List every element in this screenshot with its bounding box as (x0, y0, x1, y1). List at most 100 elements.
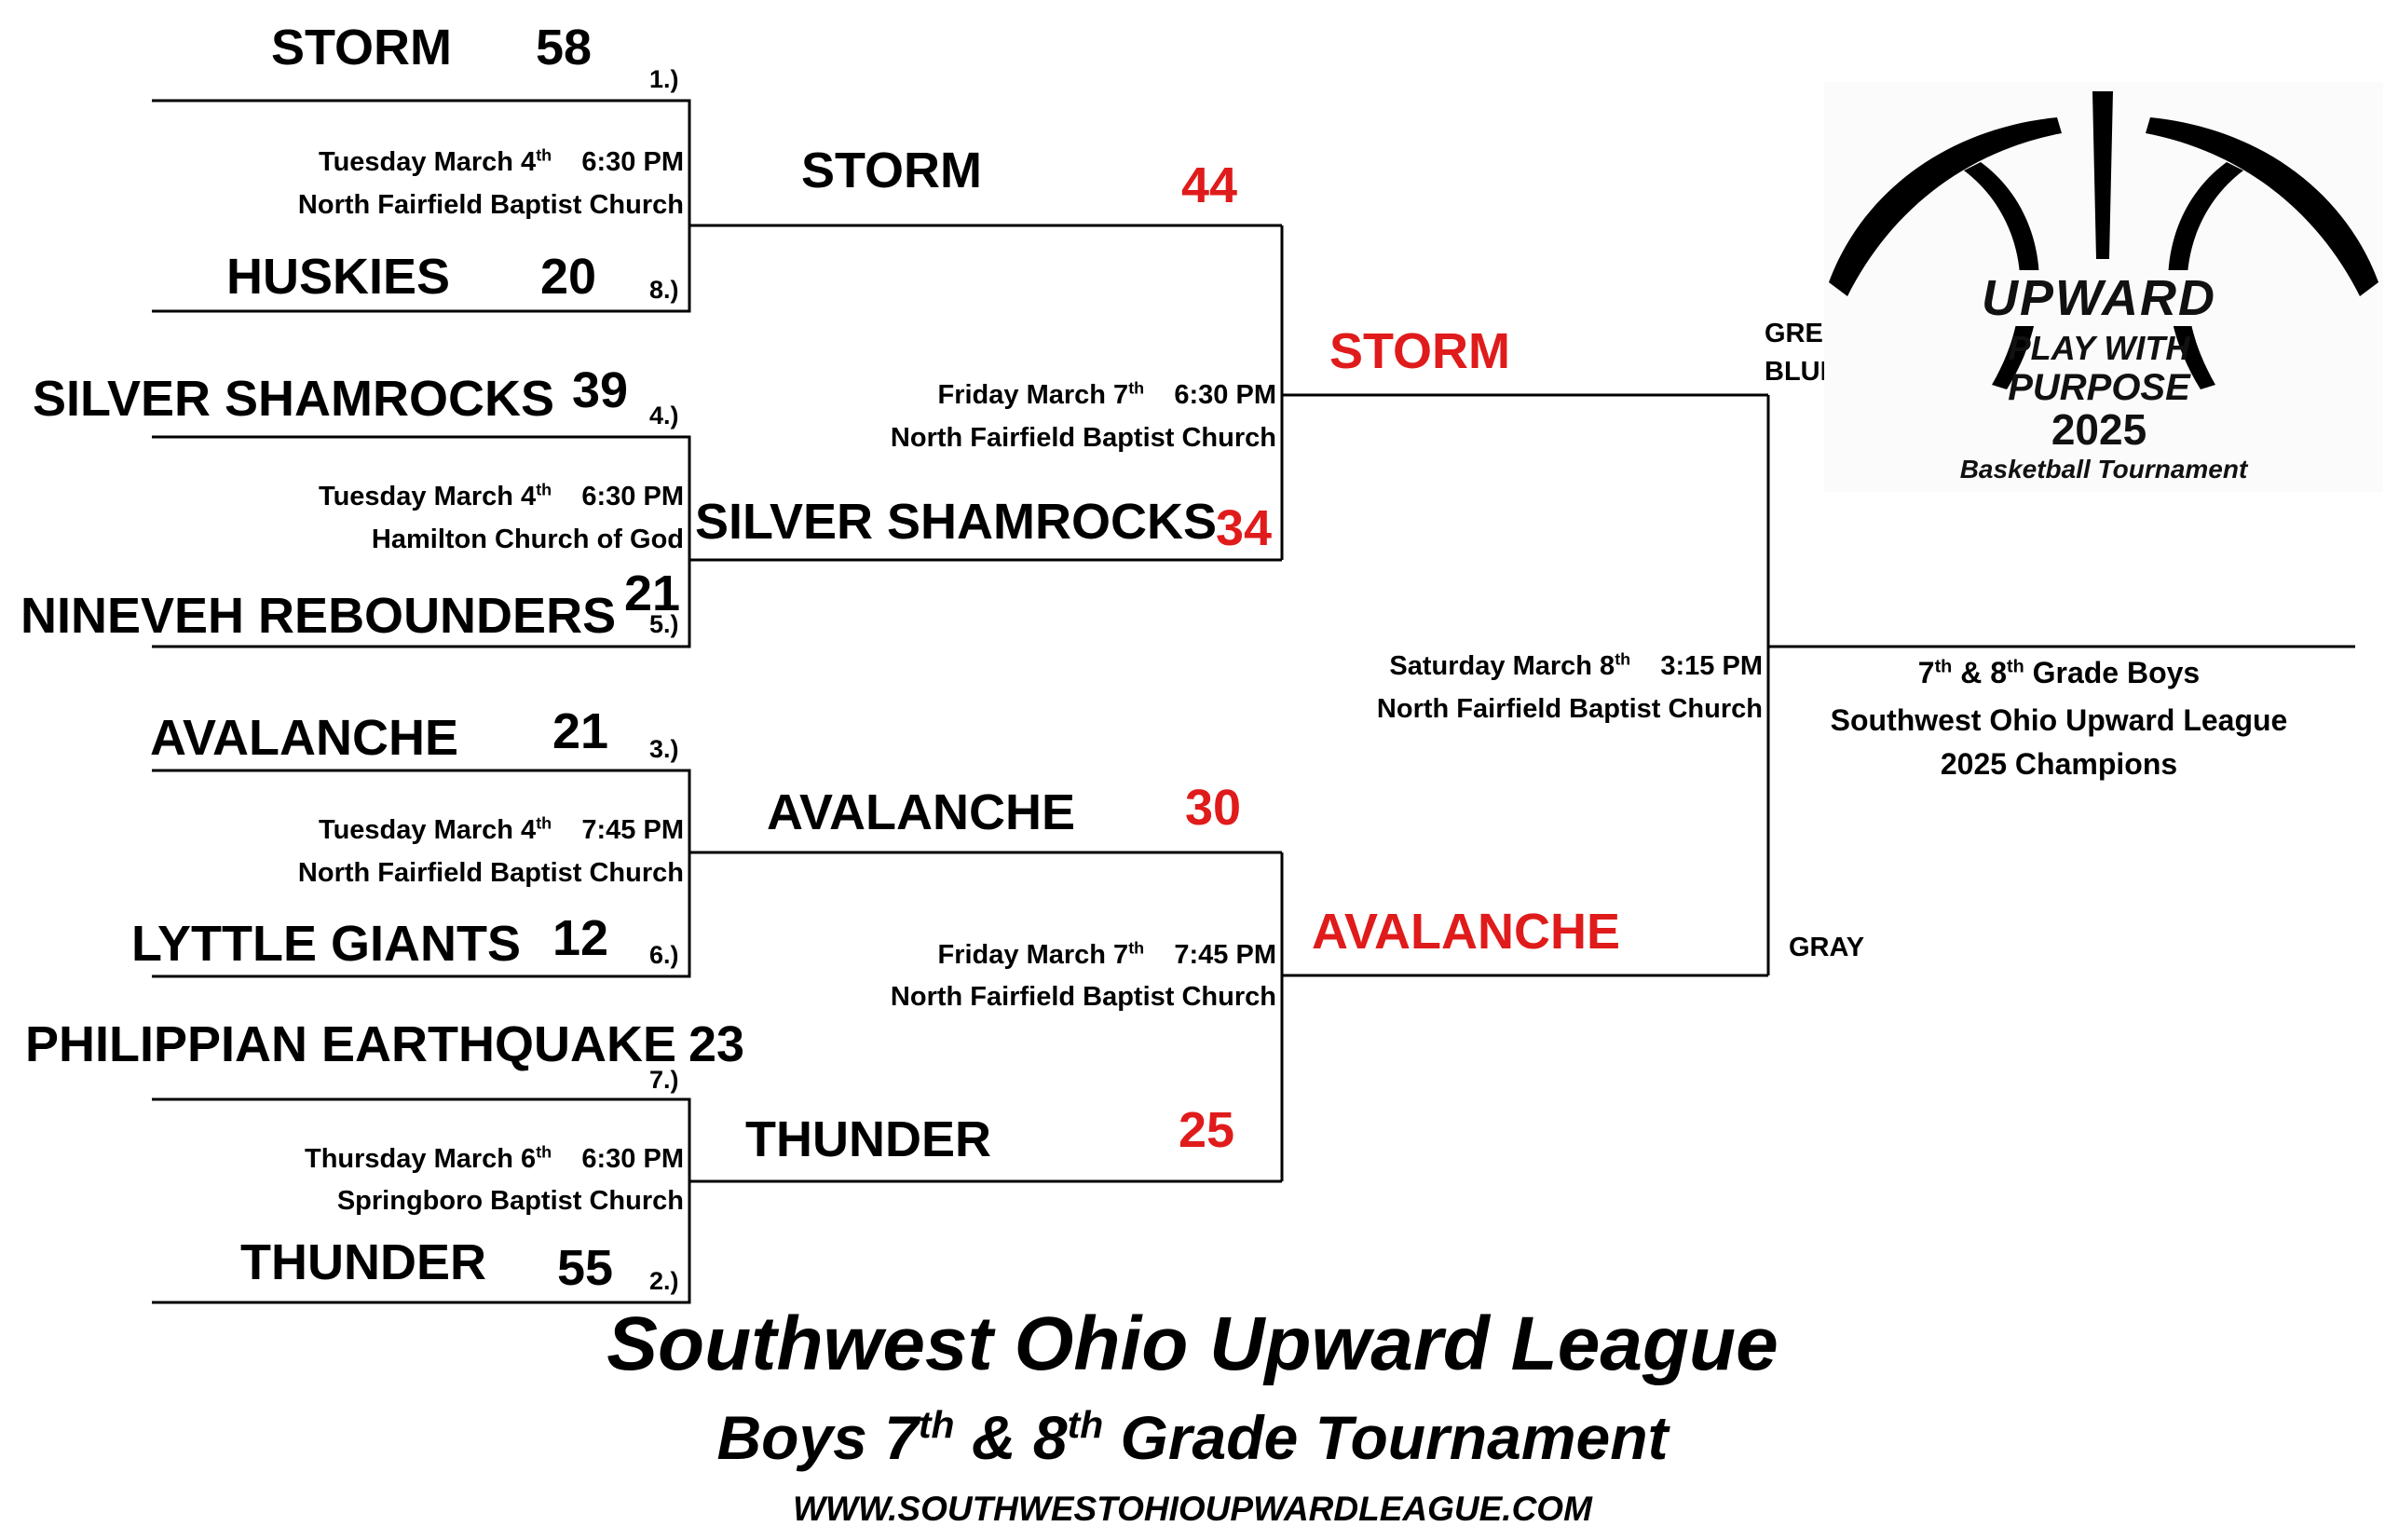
r1g1-bottom-team: HUSKIES (226, 249, 451, 305)
r1-game4-connector (152, 1097, 1282, 1304)
r1g2-date-sup: th (536, 480, 552, 499)
champion-grade-c: Grade Boys (2024, 656, 2201, 689)
footer-url-link[interactable]: WWW.SOUTHWESTOHIOUPWARDLEAGUE.COM (793, 1490, 1592, 1528)
logo-year: 2025 (2051, 405, 2147, 454)
r1g3-date-sup: th (536, 813, 552, 833)
r1g2-top-score: 39 (572, 362, 629, 418)
r1g4-bottom-team: THUNDER (240, 1234, 486, 1290)
r1g3-venue: North Fairfield Baptist Church (297, 858, 684, 888)
final-time: 3:15 PM (1660, 651, 1763, 681)
footer-sub-c: Grade Tournament (1103, 1403, 1669, 1472)
r1g3-date: Tuesday March 4 (319, 815, 537, 845)
semi2-datetime: Friday March 7th 7:45 PM (937, 939, 1277, 970)
r1g3-datetime: Tuesday March 4th 7:45 PM (319, 814, 684, 845)
semi2-venue: North Fairfield Baptist Church (890, 982, 1276, 1012)
r1g2-time: 6:30 PM (581, 482, 684, 511)
final-top-team: STORM (1329, 323, 1511, 379)
r1g1-top-team: STORM (271, 20, 453, 75)
r1g2-datetime: Tuesday March 4th 6:30 PM (319, 481, 684, 511)
r1g1-bottom-seed: 8.) (649, 276, 679, 304)
semi2-top-team: AVALANCHE (767, 784, 1075, 840)
semi2-top-score: 30 (1185, 780, 1242, 836)
logo-line2: PURPOSE (2008, 367, 2190, 408)
r1g4-top-team: PHILIPPIAN EARTHQUAKE (25, 1016, 677, 1072)
champion-line2: Southwest Ohio Upward League (1830, 703, 2288, 737)
r1g2-bottom-seed: 5.) (649, 610, 679, 638)
logo-line1: PLAY WITH (2008, 329, 2190, 367)
r1-game1-connector (152, 99, 1282, 313)
semi2-date: Friday March 7 (937, 940, 1129, 970)
r1g3-top-score: 21 (552, 703, 609, 759)
logo-brand-box: UPWARD (1959, 270, 2239, 326)
champion-line3: 2025 Champions (1940, 747, 2178, 781)
r1g3-bottom-team: LYTTLE GIANTS (131, 916, 522, 972)
final-date: Saturday March 8 (1389, 651, 1615, 681)
final-bottom-jersey: GRAY (1789, 933, 1865, 962)
r1g2-bottom-team: NINEVEH REBOUNDERS (20, 588, 617, 644)
r1-game3-connector (152, 769, 1282, 978)
r1g1-venue: North Fairfield Baptist Church (297, 190, 684, 220)
r1g4-top-seed: 7.) (649, 1066, 679, 1094)
footer-sub-b: & 8 (954, 1403, 1068, 1472)
final-bottom-team: AVALANCHE (1312, 904, 1620, 960)
final-connector (1766, 395, 2355, 975)
r1g3-top-team: AVALANCHE (150, 710, 458, 766)
r1g1-bottom-score: 20 (540, 249, 597, 305)
semi2-connector (1280, 852, 1768, 1181)
r1g3-bottom-score: 12 (552, 910, 609, 966)
champion-sup-b: th (2006, 656, 2024, 677)
r1g4-venue: Springboro Baptist Church (336, 1186, 684, 1216)
semi1-connector (1280, 225, 1768, 560)
r1g1-time: 6:30 PM (581, 147, 684, 177)
r1g4-date: Thursday March 6 (305, 1144, 537, 1174)
final-date-sup: th (1615, 649, 1631, 669)
r1g1-top-score: 58 (536, 20, 593, 75)
r1g4-datetime: Thursday March 6th 6:30 PM (305, 1143, 684, 1174)
r1g2-bottom-score: 21 (624, 566, 681, 621)
r1g2-venue: Hamilton Church of God (371, 525, 684, 554)
r1g3-bottom-seed: 6.) (649, 941, 679, 969)
footer-sub-a: Boys 7 (716, 1403, 919, 1472)
champion-grade-a: 7 (1917, 656, 1935, 689)
semi2-date-sup: th (1128, 938, 1145, 958)
r1-game2-connector (152, 435, 1282, 648)
r1g1-top-seed: 1.) (649, 65, 679, 93)
semi1-date: Friday March 7 (937, 380, 1129, 410)
r1g1-date: Tuesday March 4 (319, 147, 537, 177)
semi1-venue: North Fairfield Baptist Church (890, 423, 1276, 453)
upward-logo: UPWARD PLAY WITH PURPOSE 2025 Basketball… (1824, 82, 2383, 492)
semi1-bottom-team: SILVER SHAMROCKS (695, 494, 1218, 550)
basketball-seams-icon (1829, 91, 2378, 389)
footer-title: Southwest Ohio Upward League (606, 1302, 1779, 1386)
semi1-date-sup: th (1128, 378, 1145, 398)
r1g3-top-seed: 3.) (649, 735, 679, 763)
champion-grade-b: & 8 (1952, 656, 2007, 689)
semi1-datetime: Friday March 7th 6:30 PM (937, 379, 1277, 410)
footer-sub-sup-a: th (918, 1403, 955, 1446)
logo-caption: Basketball Tournament (1959, 455, 2248, 484)
final-datetime: Saturday March 8th 3:15 PM (1389, 650, 1763, 681)
footer-sub-sup-b: th (1067, 1403, 1104, 1446)
r1g1-date-sup: th (536, 145, 552, 165)
semi1-top-score: 44 (1181, 157, 1238, 213)
semi2-bottom-team: THUNDER (745, 1111, 991, 1167)
r1g3-time: 7:45 PM (581, 815, 684, 845)
semi1-time: 6:30 PM (1174, 380, 1276, 410)
semi2-bottom-score: 25 (1179, 1102, 1235, 1158)
r1g1-datetime: Tuesday March 4th 6:30 PM (319, 146, 684, 177)
r1g2-date: Tuesday March 4 (319, 482, 537, 511)
semi1-top-team: STORM (801, 143, 983, 198)
r1g2-top-team: SILVER SHAMROCKS (33, 371, 555, 427)
r1g4-bottom-score: 55 (557, 1240, 614, 1296)
semi1-bottom-score: 34 (1216, 500, 1273, 556)
logo-brand: UPWARD (1976, 270, 2222, 326)
r1g4-time: 6:30 PM (581, 1144, 684, 1174)
champion-line1: 7th & 8th Grade Boys (1826, 656, 2292, 689)
final-venue: North Fairfield Baptist Church (1376, 694, 1763, 724)
champion-sup-a: th (1934, 656, 1953, 677)
r1g4-top-score: 23 (688, 1016, 745, 1072)
r1g2-top-seed: 4.) (649, 402, 679, 429)
r1g4-date-sup: th (536, 1142, 552, 1162)
footer-subtitle: Boys 7th & 8th Grade Tournament (0, 1406, 2385, 1468)
